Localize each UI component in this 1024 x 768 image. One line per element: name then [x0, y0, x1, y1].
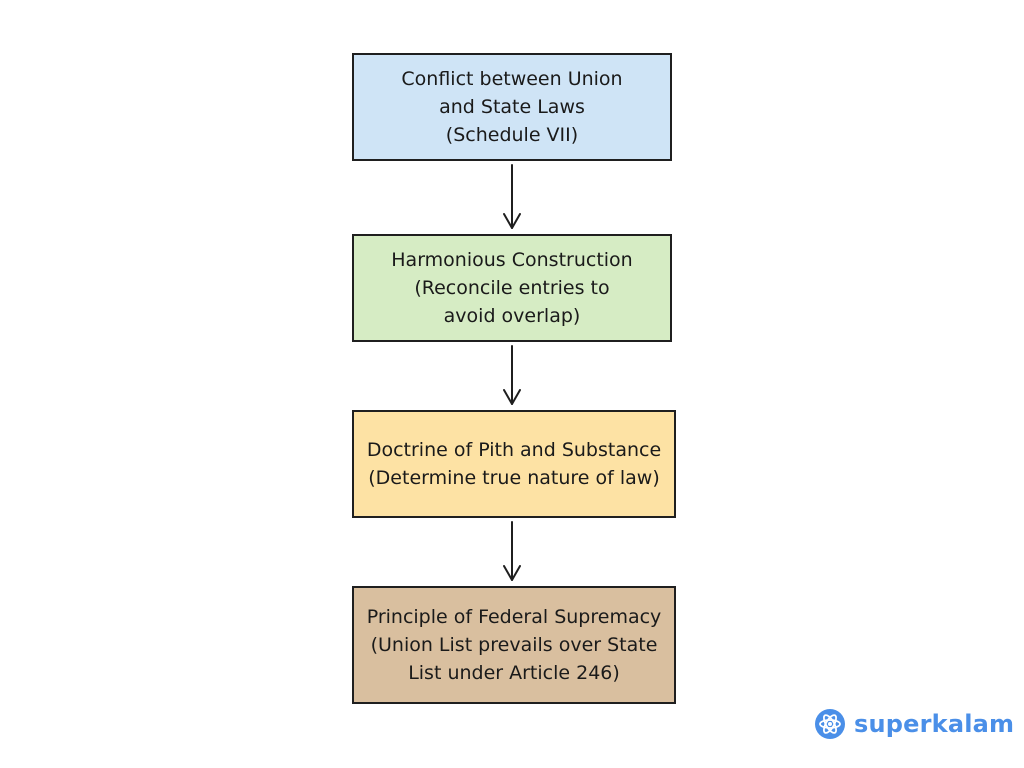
brand-name: superkalam	[854, 710, 1015, 738]
brand-logo: superkalam	[814, 708, 1014, 740]
atom-logo-icon	[815, 709, 845, 739]
arrow-harmonious-to-pith	[503, 345, 521, 405]
node-conflict: Conflict between Union and State Laws (S…	[352, 53, 672, 161]
arrow-conflict-to-harmonious	[503, 164, 521, 229]
node-pith-and-substance: Doctrine of Pith and Substance (Determin…	[352, 410, 676, 518]
node-federal-supremacy: Principle of Federal Supremacy (Union Li…	[352, 586, 676, 704]
arrow-pith-to-supremacy	[503, 521, 521, 581]
node-harmonious-construction: Harmonious Construction (Reconcile entri…	[352, 234, 672, 342]
